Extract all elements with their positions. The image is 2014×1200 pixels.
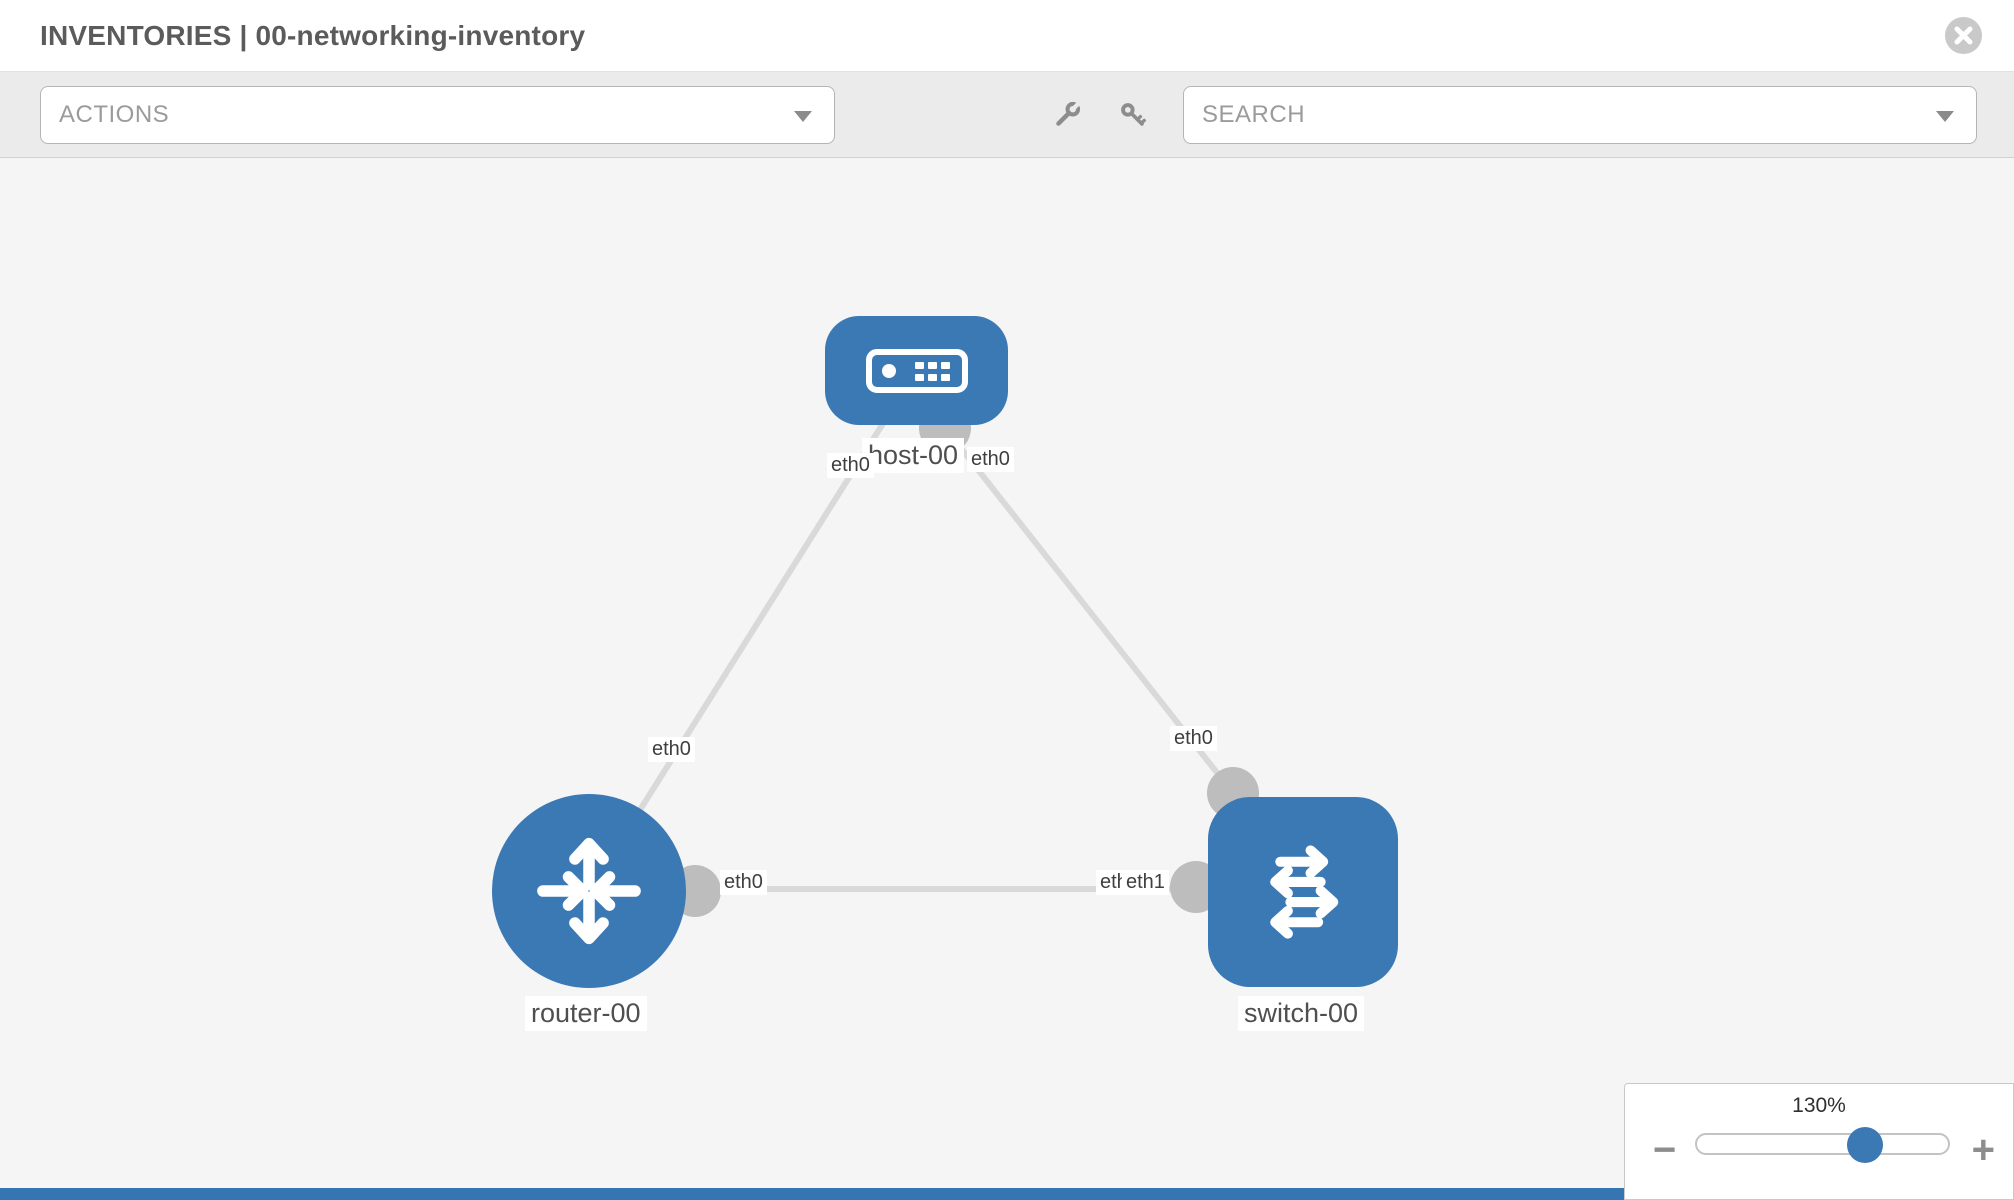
- zoom-in-button[interactable]: +: [1971, 1128, 1995, 1172]
- wrench-button[interactable]: [1048, 98, 1084, 134]
- wrench-icon: [1048, 101, 1084, 138]
- zoom-slider[interactable]: [1695, 1127, 1950, 1163]
- node-router-00[interactable]: [492, 794, 686, 988]
- chevron-down-icon: [794, 111, 812, 122]
- port-label-host-right: eth0: [967, 447, 1014, 472]
- node-switch-00[interactable]: [1208, 797, 1398, 987]
- node-label-router[interactable]: router-00: [525, 996, 647, 1031]
- port-label-router-top: eth0: [648, 737, 695, 762]
- key-button[interactable]: [1116, 98, 1152, 134]
- search-dropdown[interactable]: SEARCH: [1183, 86, 1977, 144]
- zoom-slider-handle[interactable]: [1847, 1127, 1883, 1163]
- zoom-out-button[interactable]: −: [1653, 1128, 1677, 1172]
- port-label-switch-left-front: eth1: [1122, 870, 1169, 895]
- search-dropdown-label: SEARCH: [1202, 101, 1306, 128]
- topology-canvas[interactable]: host-00 router-00 switch-00 eth0 eth0 et…: [0, 158, 2014, 1200]
- header: INVENTORIES | 00-networking-inventory: [0, 0, 2014, 72]
- node-label-switch[interactable]: switch-00: [1238, 996, 1365, 1031]
- toolbar: ACTIONS: [0, 72, 2014, 158]
- port-label-host-left: eth0: [827, 453, 874, 478]
- key-icon: [1116, 103, 1152, 138]
- node-label-host[interactable]: host-00: [862, 438, 965, 473]
- zoom-control-panel: 130% − +: [1624, 1083, 2014, 1200]
- chevron-down-icon: [1936, 111, 1954, 122]
- actions-dropdown[interactable]: ACTIONS: [40, 86, 835, 144]
- node-host-00[interactable]: [825, 316, 1008, 425]
- port-label-switch-top: eth0: [1170, 726, 1217, 751]
- port-label-router-right: eth0: [720, 870, 767, 895]
- bottom-bar: [0, 1188, 1624, 1200]
- close-button[interactable]: [1945, 17, 1982, 54]
- zoom-level-value: 130%: [1792, 1094, 1846, 1117]
- links-layer: [586, 369, 1259, 917]
- page-title: INVENTORIES | 00-networking-inventory: [40, 20, 586, 51]
- actions-dropdown-label: ACTIONS: [59, 101, 170, 128]
